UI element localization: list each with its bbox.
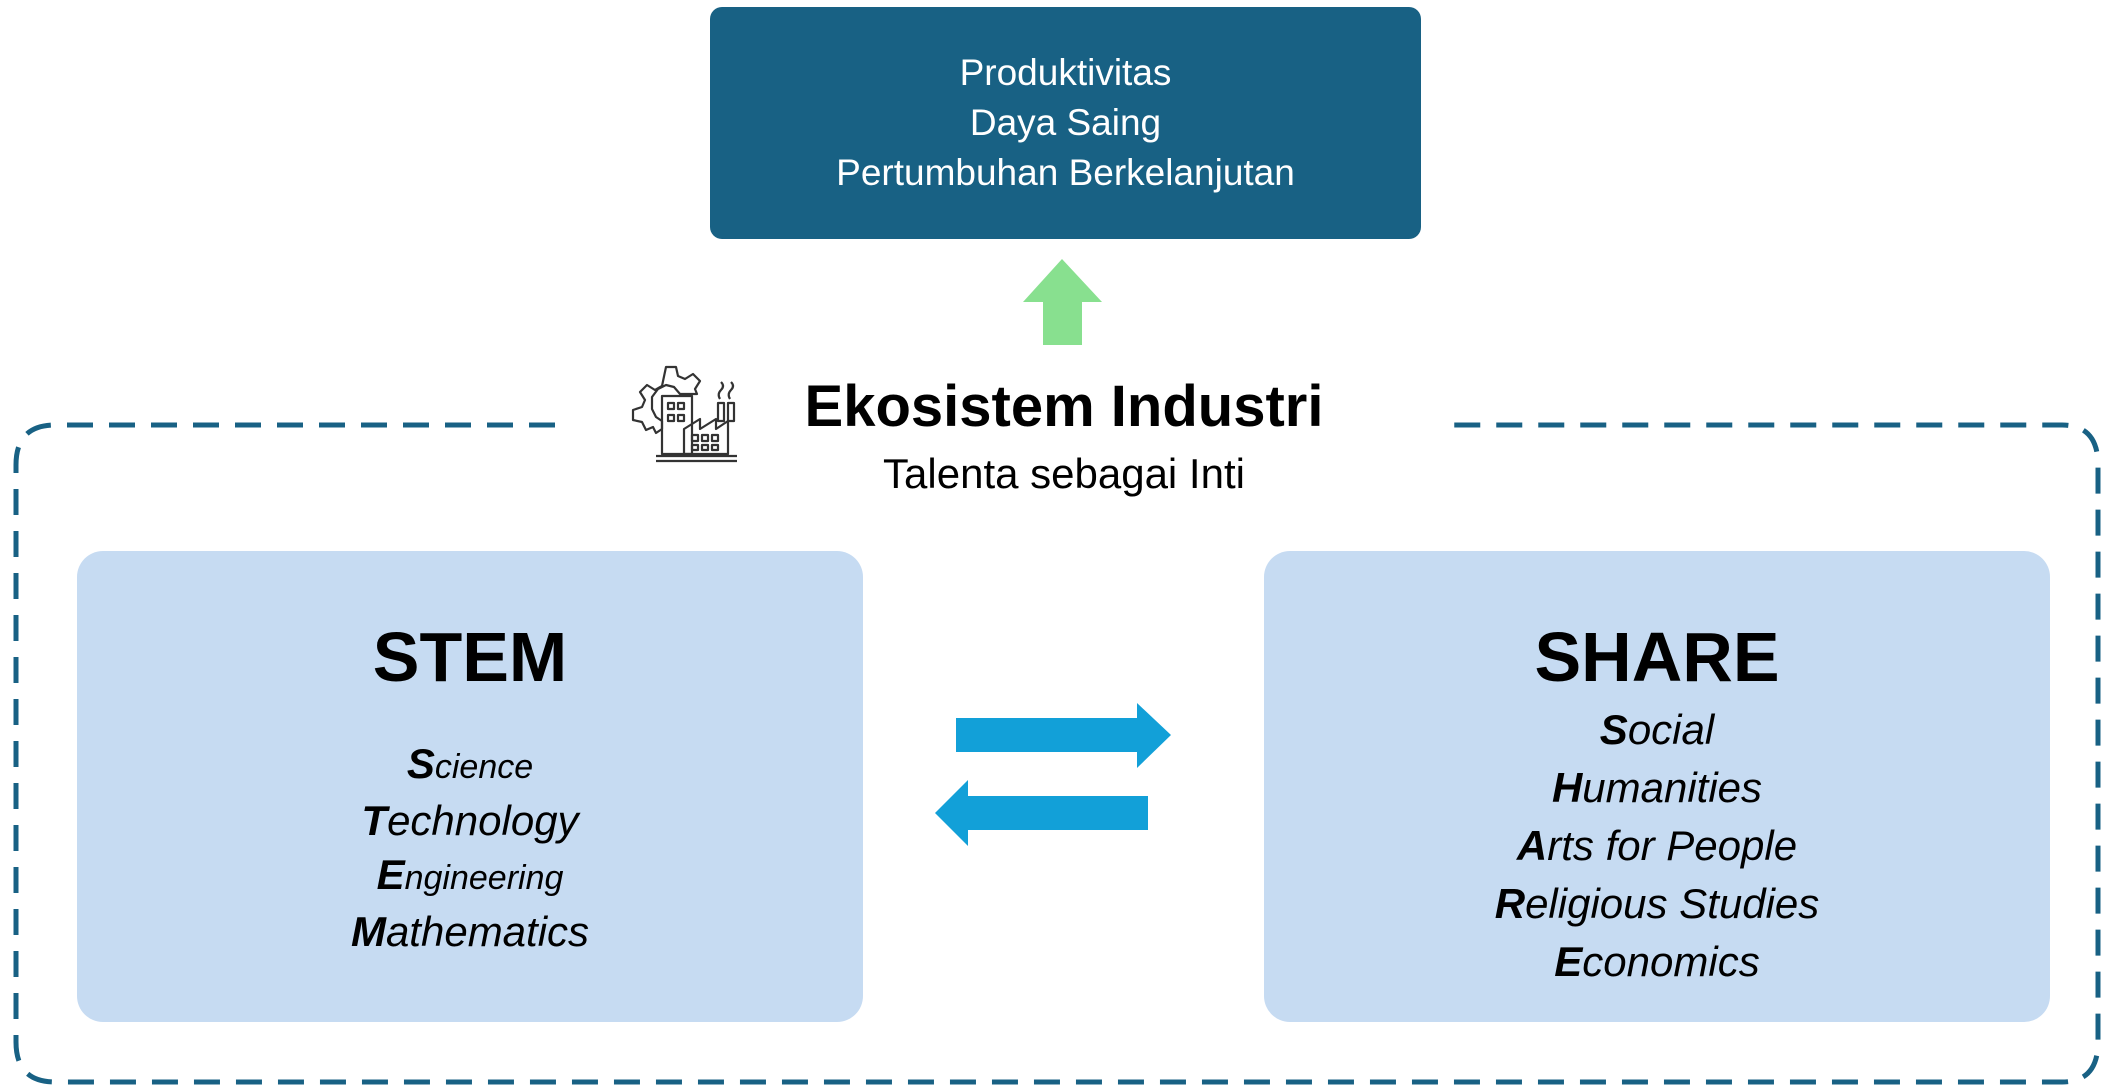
ecosystem-subtitle: Talenta sebagai Inti	[883, 450, 1245, 497]
share-item-humanities: Humanities	[1551, 764, 1763, 811]
stem-item-science: Science	[406, 740, 534, 787]
share-item-arts: Arts for People	[1516, 822, 1798, 869]
stem-item-engineering: Engineering	[376, 851, 564, 898]
share-item-economics: Economics	[1554, 938, 1760, 985]
right-arrow-icon	[956, 703, 1171, 768]
ecosystem-dashed-frame	[13, 422, 2101, 1085]
outcome-line-sustainable-growth: Pertumbuhan Berkelanjutan	[836, 152, 1295, 193]
outcome-line-competitiveness: Daya Saing	[969, 102, 1162, 143]
share-title: SHARE	[1534, 618, 1780, 696]
share-box: SHARE Social Humanities Arts for People …	[1264, 551, 2050, 1022]
stem-item-list: Science Technology Engineering Mathemati…	[351, 737, 589, 959]
share-item-social: Social	[1599, 706, 1715, 753]
ecosystem-title: Ekosistem Industri	[804, 374, 1324, 439]
up-arrow-icon	[1023, 259, 1102, 345]
stem-item-mathematics: Mathematics	[350, 908, 590, 955]
stem-box: STEM Science Technology Engineering Math…	[77, 551, 863, 1022]
outcome-box: Produktivitas Daya Saing Pertumbuhan Ber…	[710, 7, 1421, 239]
left-arrow-icon	[935, 780, 1148, 846]
stem-title: STEM	[372, 618, 568, 696]
stem-item-technology: Technology	[361, 797, 579, 844]
factory-gear-icon	[631, 365, 737, 463]
share-item-religious-studies: Religious Studies	[1494, 880, 1820, 927]
outcome-line-productivity: Produktivitas	[959, 52, 1172, 93]
share-item-list: Social Humanities Arts for People Religi…	[1495, 701, 1820, 991]
